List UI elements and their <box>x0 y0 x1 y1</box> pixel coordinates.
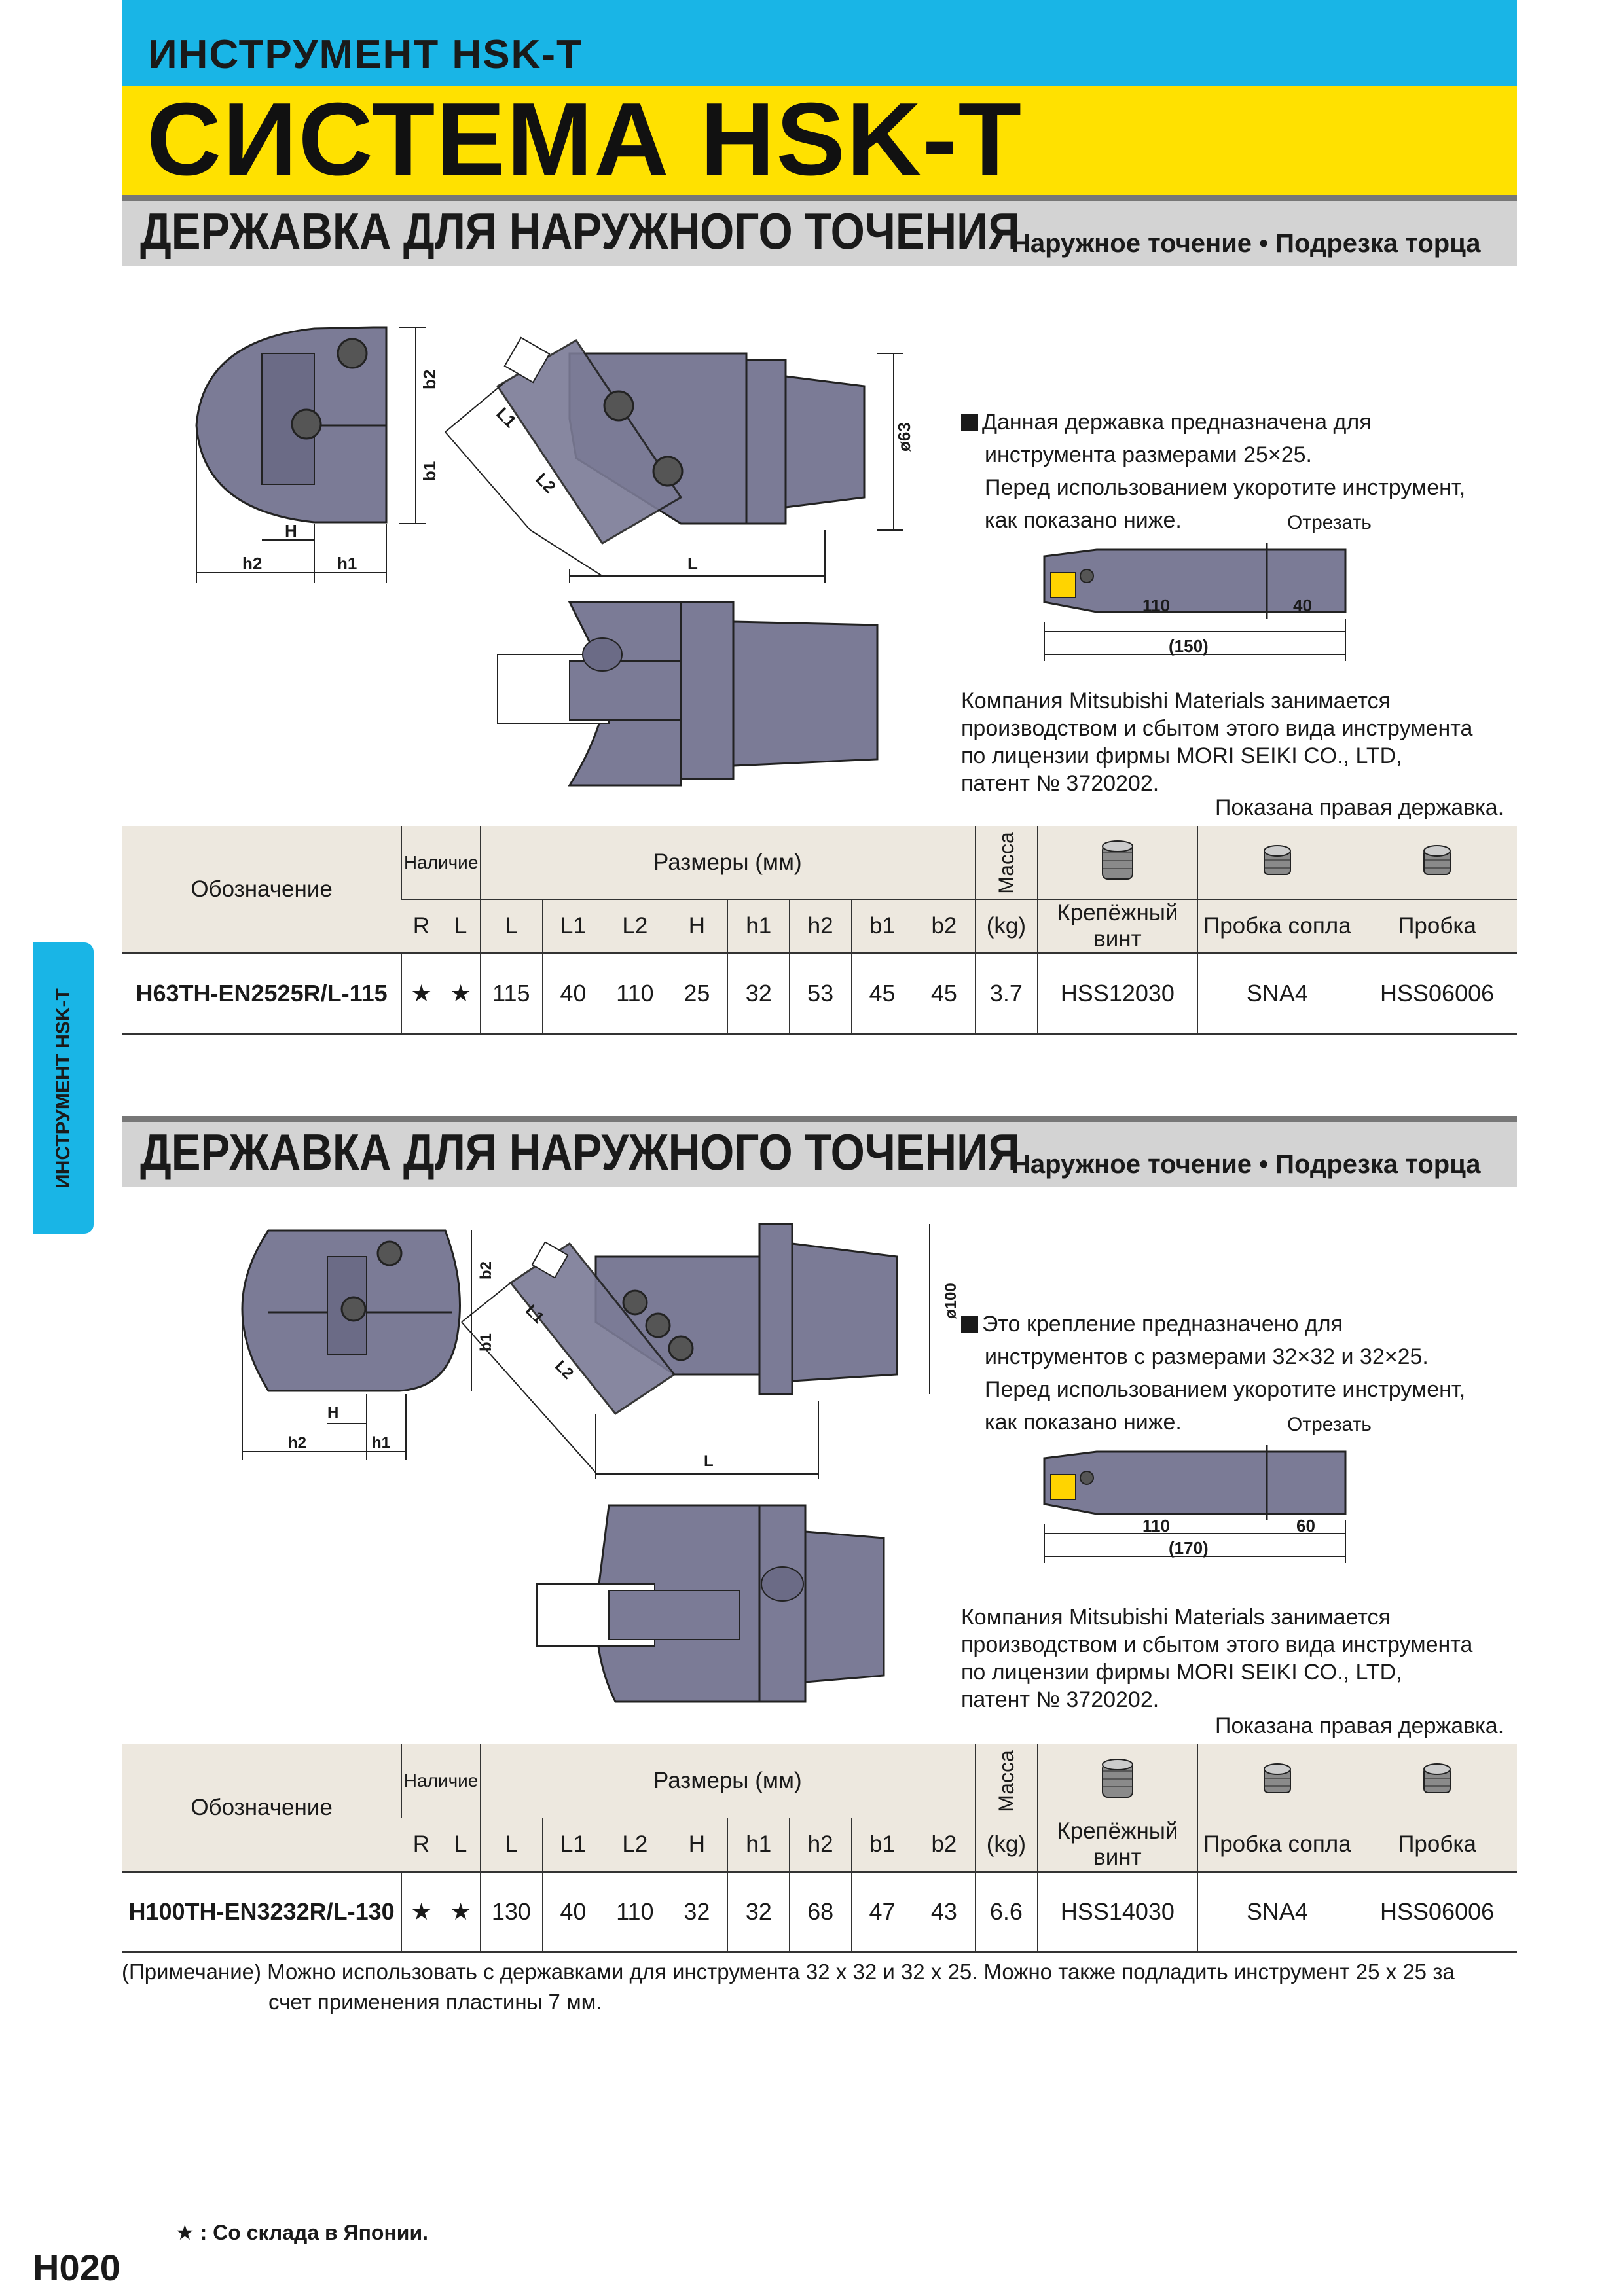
stock-star-l: ★ <box>441 952 481 1035</box>
svg-text:h1: h1 <box>337 554 357 573</box>
section2-cut-label: Отрезать <box>1287 1414 1372 1435</box>
section2-note: Это крепление предназначено для инструме… <box>961 1308 1498 1439</box>
section1-spec-table: Обозначение Наличие Размеры (мм) Масса R… <box>122 826 1517 1035</box>
svg-text:h2: h2 <box>288 1434 306 1452</box>
th-dimensions: Размеры (мм) <box>480 1744 976 1818</box>
clamp-screw-icon <box>1101 1758 1133 1798</box>
section2-drawing: H h2 h1 b2 b1 ø100 L1 L2 L <box>241 1223 960 1703</box>
designation-cell: H63TH-EN2525R/L-115 <box>122 952 402 1035</box>
svg-text:H: H <box>327 1404 338 1422</box>
svg-text:h1: h1 <box>372 1434 390 1452</box>
stock-star-r: ★ <box>401 1871 441 1953</box>
svg-text:ø63: ø63 <box>894 422 914 452</box>
svg-text:60: 60 <box>1296 1516 1315 1535</box>
side-tab-label: ИНСТРУМЕНТ HSK-T <box>52 988 74 1189</box>
page-number: H020 <box>33 2247 120 2288</box>
th-nozzle-icon-cell <box>1197 826 1357 900</box>
svg-text:h2: h2 <box>242 554 262 573</box>
bullet-square-icon <box>961 414 978 431</box>
section1-drawing: H h2 h1 b2 b1 ø63 L1 L2 L <box>195 326 914 787</box>
section2-license: Компания Mitsubishi Materials занимается… <box>961 1605 1473 1712</box>
th-availability: Наличие <box>401 826 481 900</box>
nozzle-plug-icon <box>1263 844 1291 875</box>
section1-bar <box>122 195 1517 266</box>
remark-note: (Примечание) Можно использовать с держав… <box>122 1960 1455 2014</box>
th-dimensions: Размеры (мм) <box>480 826 976 900</box>
section1-shown-note: Показана правая державка. <box>1215 795 1504 820</box>
bullet-square-icon <box>961 1316 978 1333</box>
page-title: СИСТЕМА HSK-T <box>147 82 1023 197</box>
section2-subtitle: Наружное точение • Подрезка торца <box>1012 1150 1481 1179</box>
svg-text:L: L <box>704 1452 714 1470</box>
section1-license: Компания Mitsubishi Materials занимается… <box>961 689 1473 796</box>
nozzle-plug-icon <box>1263 1763 1291 1793</box>
svg-text:b2: b2 <box>420 370 439 389</box>
svg-text:110: 110 <box>1142 596 1170 615</box>
section2-title: ДЕРЖАВКА ДЛЯ НАРУЖНОГО ТОЧЕНИЯ <box>140 1123 1020 1181</box>
header-yellow-band <box>122 86 1517 195</box>
section1-subtitle: Наружное точение • Подрезка торца <box>1012 229 1481 258</box>
section2-bar <box>122 1116 1517 1187</box>
stock-star-r: ★ <box>401 952 441 1035</box>
header-cyan-band <box>122 0 1517 86</box>
section2-spec-table: Обозначение Наличие Размеры (мм) Масса R… <box>122 1744 1517 1953</box>
stock-star-l: ★ <box>441 1871 481 1953</box>
svg-text:b2: b2 <box>477 1261 495 1280</box>
th-mass: Масса <box>974 1744 1038 1818</box>
th-plug-icon-cell <box>1357 1744 1517 1818</box>
table-row: H100TH-EN3232R/L-130 ★ ★ 130 40 110 32 3… <box>122 1871 1517 1953</box>
th-designation: Обозначение <box>122 826 402 954</box>
plug-icon <box>1423 1763 1451 1793</box>
svg-text:ø100: ø100 <box>942 1283 960 1319</box>
section1-title: ДЕРЖАВКА ДЛЯ НАРУЖНОГО ТОЧЕНИЯ <box>140 202 1020 260</box>
side-tab[interactable] <box>33 942 94 1234</box>
th-nozzle-icon-cell <box>1197 1744 1357 1818</box>
th-mass: Масса <box>974 826 1038 900</box>
section1-cut-diagram: 110 40 (150) <box>1043 543 1347 661</box>
clamp-screw-icon <box>1101 840 1133 880</box>
svg-text:L: L <box>687 554 698 573</box>
stock-note: ★ : Со склада в Японии. <box>175 2221 428 2244</box>
th-screw-icon-cell <box>1037 826 1198 900</box>
section1-note: Данная державка предназначена для инстру… <box>961 406 1498 537</box>
svg-text:(170): (170) <box>1169 1538 1209 1558</box>
plug-icon <box>1423 844 1451 875</box>
section2-shown-note: Показана правая державка. <box>1215 1713 1504 1738</box>
section1-cut-label: Отрезать <box>1287 512 1372 533</box>
svg-text:b1: b1 <box>420 461 439 481</box>
header-subtitle: ИНСТРУМЕНТ HSK-T <box>148 32 583 77</box>
section2-cut-diagram: 110 60 (170) <box>1043 1445 1347 1563</box>
th-availability: Наличие <box>401 1744 481 1818</box>
th-plug-icon-cell <box>1357 826 1517 900</box>
svg-text:H: H <box>285 521 297 541</box>
th-designation: Обозначение <box>122 1744 402 1872</box>
table-row: H63TH-EN2525R/L-115 ★ ★ 115 40 110 25 32… <box>122 952 1517 1035</box>
svg-text:(150): (150) <box>1169 636 1209 656</box>
svg-text:40: 40 <box>1293 596 1312 615</box>
designation-cell: H100TH-EN3232R/L-130 <box>122 1871 402 1953</box>
svg-text:110: 110 <box>1142 1516 1170 1535</box>
th-screw-icon-cell <box>1037 1744 1198 1818</box>
